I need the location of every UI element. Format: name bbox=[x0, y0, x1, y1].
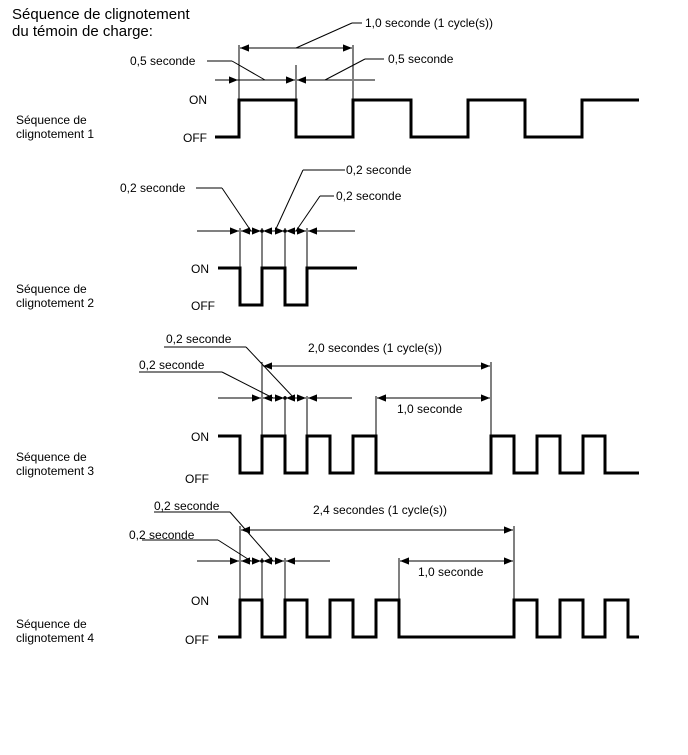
sequence-2-pulse-a-annotation: 0,2 seconde bbox=[120, 181, 186, 195]
sequence-2-label-line-1: Séquence de bbox=[16, 282, 87, 296]
sequence-3-label-line-2: clignotement 3 bbox=[16, 464, 95, 478]
sequence-1-off-time-annotation: 0,5 seconde bbox=[388, 52, 454, 66]
sequence-4-pulse-a-annotation: 0,2 seconde bbox=[154, 499, 220, 513]
sequence-1-label-line-1: Séquence de bbox=[16, 113, 87, 127]
sequence-2-off-label: OFF bbox=[191, 299, 215, 313]
waveform-sequence-2 bbox=[218, 266, 357, 307]
waveform-sequence-4 bbox=[218, 598, 639, 639]
sequence-4-cycle-annotation: 2,4 secondes (1 cycle(s)) bbox=[313, 503, 448, 517]
sequence-1-label-line-2: clignotement 1 bbox=[16, 127, 95, 141]
sequence-2-pulse-b-annotation: 0,2 seconde bbox=[346, 163, 412, 177]
sequence-4-pause-annotation: 1,0 seconde bbox=[418, 565, 484, 579]
sequence-4-group bbox=[142, 511, 639, 639]
sequence-4-off-label: OFF bbox=[185, 633, 209, 647]
title-line-1: Séquence de clignotement bbox=[12, 6, 190, 23]
diagram-title: Séquence de clignotement du témoin de ch… bbox=[12, 6, 190, 40]
sequence-1-off-label: OFF bbox=[183, 131, 207, 145]
sequence-1-label: Séquence de clignotement 1 bbox=[16, 113, 94, 141]
sequence-4-on-label: ON bbox=[191, 594, 209, 608]
sequence-3-pause-annotation: 1,0 seconde bbox=[397, 402, 463, 416]
sequence-3-on-label: ON bbox=[191, 430, 209, 444]
sequence-2-pulse-c-annotation: 0,2 seconde bbox=[336, 189, 402, 203]
sequence-4-label-line-1: Séquence de bbox=[16, 617, 87, 631]
sequence-2-group bbox=[196, 169, 357, 307]
sequence-3-label: Séquence de clignotement 3 bbox=[16, 450, 94, 478]
waveform-sequence-3 bbox=[218, 434, 639, 475]
sequence-2-label-line-2: clignotement 2 bbox=[16, 296, 95, 310]
sequence-3-off-label: OFF bbox=[185, 472, 209, 486]
sequence-4-label: Séquence de clignotement 4 bbox=[16, 617, 94, 645]
sequence-4-pulse-b-annotation: 0,2 seconde bbox=[129, 528, 195, 542]
sequence-1-cycle-annotation: 1,0 seconde (1 cycle(s)) bbox=[365, 16, 494, 30]
sequence-4-label-line-2: clignotement 4 bbox=[16, 631, 95, 645]
sequence-3-pulse-a-annotation: 0,2 seconde bbox=[166, 332, 232, 346]
sequence-3-cycle-annotation: 2,0 secondes (1 cycle(s)) bbox=[308, 341, 443, 355]
sequence-2-label: Séquence de clignotement 2 bbox=[16, 282, 94, 310]
sequence-3-pulse-b-annotation: 0,2 seconde bbox=[139, 358, 205, 372]
waveform-sequence-1 bbox=[215, 98, 639, 139]
sequence-3-group bbox=[139, 346, 639, 475]
sequence-1-on-label: ON bbox=[189, 93, 207, 107]
title-line-2: du témoin de charge: bbox=[12, 23, 153, 40]
sequence-2-on-label: ON bbox=[191, 262, 209, 276]
sequence-3-label-line-1: Séquence de bbox=[16, 450, 87, 464]
sequence-1-group bbox=[207, 22, 639, 139]
sequence-1-on-time-annotation: 0,5 seconde bbox=[130, 54, 196, 68]
